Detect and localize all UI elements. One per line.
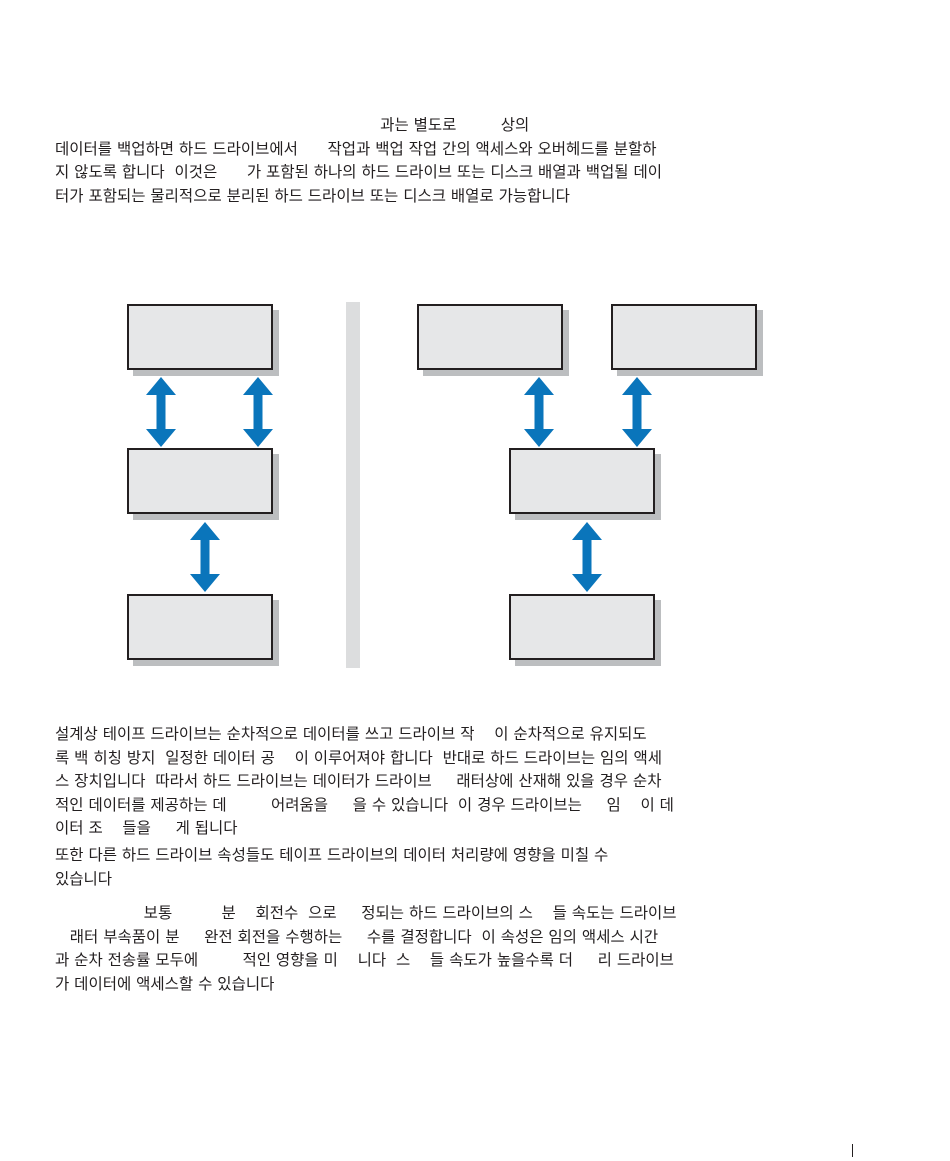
- right-middle-box: [509, 448, 655, 514]
- right-top-right-box: [611, 304, 757, 370]
- left-top-box: [127, 304, 273, 370]
- text-line: 설계상 테이프 드라이브는 순차적으로 데이터를 쓰고 드라이브 작 이 순차적…: [55, 725, 647, 743]
- spindle-speed-paragraph: 보통 분 회전수 으로 정되는 하드 드라이브의 스 들 속도는 드라이브 래터…: [55, 902, 845, 996]
- text-line: 가 데이터에 액세스할 수 있습니다: [55, 974, 275, 993]
- text-line: 있습니다: [55, 869, 113, 888]
- text-line: 과 순차 전송률 모두에 적인 영향을 미 니다 스 들 속도가 높을수록 더 …: [55, 951, 674, 969]
- text-line: 스 장치입니다 따라서 하드 드라이브는 데이터가 드라이브 래터상에 산재해 …: [55, 772, 662, 790]
- double-arrow-icon: [243, 377, 273, 447]
- text-line: 또한 다른 하드 드라이브 속성들도 테이프 드라이브의 데이터 처리량에 영향…: [55, 846, 609, 864]
- page-number-separator: [852, 1144, 853, 1157]
- text-line: 적인 데이터를 제공하는 데 어려움을 을 수 있습니다 이 경우 드라이브는 …: [55, 795, 674, 814]
- text-line: 래터 부속품이 분 완전 회전을 수행하는 수를 결정합니다 이 속성은 임의 …: [55, 927, 659, 946]
- text-line: 지 않도록 합니다 이것은 가 포함된 하나의 하드 드라이브 또는 디스크 배…: [55, 163, 662, 181]
- tape-drive-paragraph: 설계상 테이프 드라이브는 순차적으로 데이터를 쓰고 드라이브 작 이 순차적…: [55, 723, 845, 841]
- double-arrow-icon: [622, 377, 652, 447]
- right-bottom-box: [509, 594, 655, 660]
- intro-paragraph: 과는 별도로 상의 데이터를 백업하면 하드 드라이브에서 작업과 백업 작업 …: [55, 114, 845, 208]
- text-line: 록 백 히칭 방지 일정한 데이터 공 이 이루어져야 합니다 반대로 하드 드…: [55, 748, 662, 767]
- right-top-left-box: [417, 304, 563, 370]
- text-line: 이터 조 들을 게 됩니다: [55, 819, 238, 837]
- left-middle-box: [127, 448, 273, 514]
- double-arrow-icon: [572, 522, 602, 592]
- double-arrow-icon: [146, 377, 176, 447]
- double-arrow-icon: [524, 377, 554, 447]
- text-line: 과는 별도로 상의: [55, 116, 530, 134]
- diagram-divider: [346, 302, 360, 668]
- text-line: 터가 포함되는 물리적으로 분리된 하드 드라이브 또는 디스크 배열로 가능합…: [55, 186, 570, 205]
- attributes-paragraph: 또한 다른 하드 드라이브 속성들도 테이프 드라이브의 데이터 처리량에 영향…: [55, 844, 845, 891]
- left-bottom-box: [127, 594, 273, 660]
- text-line: 보통 분 회전수 으로 정되는 하드 드라이브의 스 들 속도는 드라이브: [55, 904, 677, 922]
- text-line: 데이터를 백업하면 하드 드라이브에서 작업과 백업 작업 간의 액세스와 오버…: [55, 139, 657, 158]
- double-arrow-icon: [190, 522, 220, 592]
